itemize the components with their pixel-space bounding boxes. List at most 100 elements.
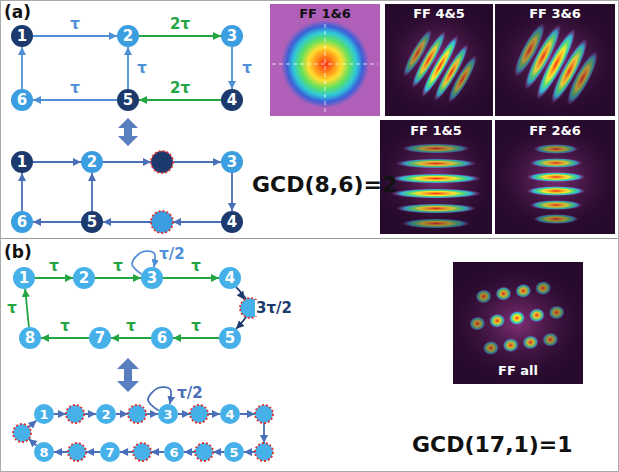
arrow-connector <box>21 173 23 211</box>
arrow-connector <box>95 277 141 279</box>
delay-label: τ <box>69 80 81 97</box>
node-number: 4 <box>227 93 237 108</box>
graph-node: 6 <box>151 327 173 349</box>
node-number: 4 <box>225 271 235 286</box>
panel-label: (a) <box>4 3 31 23</box>
node-number: 8 <box>39 446 48 459</box>
node-number: 5 <box>87 215 97 230</box>
node-number: 3 <box>163 408 172 421</box>
arrow-connector <box>111 337 151 339</box>
arrow-connector <box>33 99 117 101</box>
graph-node: 5 <box>219 327 241 349</box>
node-number: 2 <box>79 271 89 286</box>
arrow-connector <box>163 277 219 279</box>
arrowhead <box>260 435 268 443</box>
far-field-image <box>453 262 583 384</box>
arrow-connector <box>21 47 23 89</box>
node-number: 4 <box>225 408 234 421</box>
virtual-node <box>68 443 86 461</box>
node-number: 5 <box>123 93 133 108</box>
graph-node: 1 <box>11 151 33 173</box>
graph-node: 5 <box>224 442 244 462</box>
node-number: 7 <box>105 446 114 459</box>
node-number: 7 <box>95 331 105 346</box>
arrow-connector <box>139 99 221 101</box>
arrow-connector <box>41 337 89 339</box>
graph-node: 5 <box>81 211 103 233</box>
arrow-connector <box>33 35 117 37</box>
arrowhead <box>237 291 245 300</box>
delay-label: τ <box>48 258 60 275</box>
arrowhead <box>58 410 66 418</box>
node-number: 5 <box>225 331 235 346</box>
delay-label: τ/2 <box>176 385 204 402</box>
virtual-node <box>190 405 208 423</box>
graph-node: 8 <box>34 442 54 462</box>
delay-label: τ <box>190 258 202 275</box>
graph-node: 7 <box>100 442 120 462</box>
node-number: 4 <box>227 215 237 230</box>
arrowhead <box>86 448 94 456</box>
graph-node: 2 <box>73 267 95 289</box>
node-number: 2 <box>101 408 110 421</box>
node-number: 6 <box>157 331 167 346</box>
double-arrow <box>117 358 139 392</box>
node-number: 1 <box>17 155 27 170</box>
delay-label: τ <box>125 318 137 335</box>
graph-node: 1 <box>11 25 33 47</box>
far-field-image <box>495 120 615 234</box>
node-number: 1 <box>19 271 29 286</box>
arrowhead <box>182 410 190 418</box>
virtual-node <box>66 405 84 423</box>
arrow-connector <box>33 221 81 223</box>
node-number: 2 <box>123 29 133 44</box>
graph-node: 4 <box>221 89 243 111</box>
graph-node: 1 <box>13 267 35 289</box>
delay-label: τ <box>112 258 124 275</box>
graph-node: 6 <box>11 89 33 111</box>
graph-node: 3 <box>221 151 243 173</box>
graph-node: 7 <box>89 327 111 349</box>
node-number: 5 <box>229 446 238 459</box>
graph-node: 5 <box>117 89 139 111</box>
far-field-image <box>270 4 380 116</box>
panel-separator <box>0 238 619 239</box>
graph-node: 6 <box>11 211 33 233</box>
graph-node: 2 <box>117 25 139 47</box>
arrow-connector <box>173 337 219 339</box>
graph-node: 3 <box>141 267 163 289</box>
image-caption: FF 2&6 <box>529 124 581 139</box>
virtual-node <box>133 443 151 461</box>
virtual-node <box>128 405 146 423</box>
node-number: 8 <box>25 331 35 346</box>
node-number: 1 <box>39 408 48 421</box>
gcd-formula: GCD(17,1)=1 <box>412 432 573 457</box>
delay-label: τ <box>190 318 202 335</box>
delay-label: 3τ/2 <box>255 300 293 317</box>
delay-label: τ <box>69 16 81 33</box>
delay-label: τ <box>6 300 18 317</box>
far-field-image <box>495 4 615 116</box>
delay-label: τ <box>241 60 253 77</box>
node-number: 6 <box>17 93 27 108</box>
graph-node: 6 <box>164 442 184 462</box>
virtual-node <box>13 424 31 442</box>
arrow-connector <box>231 173 233 211</box>
arrow-connector <box>33 161 81 163</box>
delay-label: 2τ <box>169 80 191 97</box>
virtual-node <box>195 443 213 461</box>
arrowhead <box>173 218 181 226</box>
graph-node: 3 <box>221 25 243 47</box>
graph-node: 1 <box>34 404 54 424</box>
arrowhead <box>213 448 221 456</box>
virtual-node <box>255 443 273 461</box>
delay-label: τ <box>136 60 148 77</box>
node-number: 6 <box>169 446 178 459</box>
graph-node: 4 <box>219 267 241 289</box>
arrowhead <box>151 448 159 456</box>
image-caption: FF all <box>498 364 538 379</box>
